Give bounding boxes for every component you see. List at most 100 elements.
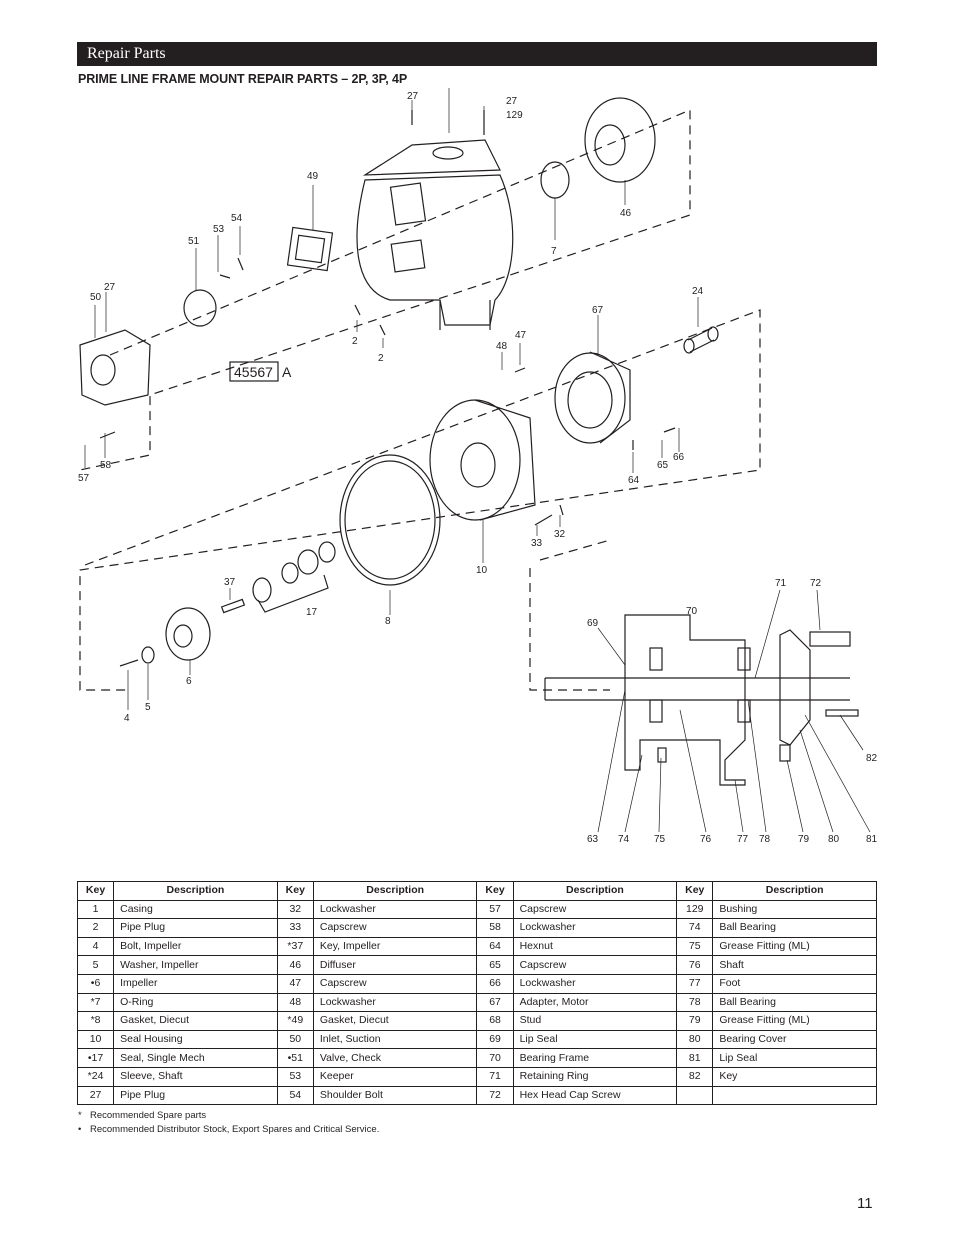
key-cell: *7 (76, 992, 115, 1013)
key-cell: 78 (676, 992, 714, 1013)
description-cell: Gasket, Diecut (113, 1011, 278, 1031)
callout-label: 58 (100, 460, 112, 471)
description-cell: Seal Housing (113, 1029, 278, 1050)
key-cell: 77 (676, 973, 714, 994)
column-header: Description (312, 881, 478, 901)
callout-label: 8 (385, 616, 391, 627)
key-cell: *24 (76, 1066, 115, 1087)
description-cell: Bushing (712, 899, 877, 920)
exploded-parts-diagram: 45567 A 27 27 129 49 46 7 54 53 51 50 27… (78, 88, 878, 845)
key-cell: 72 (476, 1085, 514, 1106)
drawing-number: 45567 (234, 364, 273, 380)
key-cell: *49 (276, 1011, 314, 1031)
key-cell: 58 (476, 918, 514, 938)
description-cell: Hexnut (512, 936, 678, 957)
description-cell: Valve, Check (312, 1048, 478, 1068)
callout-label: 33 (531, 538, 543, 549)
key-cell: 47 (276, 973, 314, 994)
description-cell: Lockwasher (312, 992, 478, 1013)
key-cell: 82 (676, 1066, 714, 1087)
key-cell: 69 (476, 1029, 514, 1050)
key-cell: 65 (476, 955, 514, 975)
section-title: Repair Parts (87, 45, 166, 62)
callout-label: 37 (224, 577, 236, 588)
description-cell: Grease Fitting (ML) (712, 936, 877, 957)
callout-label: 48 (496, 341, 508, 352)
key-cell: 70 (476, 1048, 514, 1068)
description-cell: Keeper (312, 1066, 478, 1087)
footnote-text: Recommended Spare parts (90, 1110, 207, 1121)
description-cell: Capscrew (312, 973, 478, 994)
key-cell: 5 (76, 955, 115, 975)
key-cell: 66 (476, 973, 514, 994)
callout-label: 27 (104, 282, 116, 293)
callout-label: 129 (506, 110, 523, 121)
key-cell: 46 (276, 955, 314, 975)
callout-label: 47 (515, 330, 527, 341)
drawing-revision: A (282, 364, 292, 380)
key-cell: 71 (476, 1066, 514, 1087)
key-cell: 10 (76, 1029, 115, 1050)
description-cell: Seal, Single Mech (113, 1048, 278, 1068)
callout-label: 80 (828, 834, 840, 845)
description-cell: Gasket, Diecut (312, 1011, 478, 1031)
callout-label: 32 (554, 529, 566, 540)
footnote-mark: * (78, 1110, 82, 1121)
callout-label: 6 (186, 676, 192, 687)
description-cell: Hex Head Cap Screw (512, 1085, 678, 1106)
callout-label: 67 (592, 305, 604, 316)
key-cell: 32 (276, 899, 314, 920)
footnote: • Recommended Distributor Stock, Export … (78, 1123, 379, 1137)
key-cell: 75 (676, 936, 714, 957)
key-cell: 129 (676, 899, 714, 920)
callout-label: 69 (587, 618, 599, 629)
description-cell: Casing (113, 899, 278, 920)
column-header: Key (676, 881, 714, 901)
column-header: Key (476, 881, 514, 901)
description-cell: Sleeve, Shaft (113, 1066, 278, 1087)
callout-label: 54 (231, 213, 243, 224)
key-cell: •6 (76, 973, 115, 994)
description-cell: Pipe Plug (113, 1085, 278, 1106)
description-cell: Diffuser (312, 955, 478, 975)
callout-label: 66 (673, 452, 685, 463)
callout-label: 10 (476, 565, 488, 576)
key-cell: *8 (76, 1011, 115, 1031)
description-cell: Lockwasher (312, 899, 478, 920)
callout-label: 57 (78, 473, 90, 484)
description-cell: Ball Bearing (712, 918, 877, 938)
key-cell: 79 (676, 1011, 714, 1031)
description-cell: Shaft (712, 955, 877, 975)
description-cell: Key (712, 1066, 877, 1087)
key-cell: 27 (76, 1085, 115, 1106)
callout-label: 27 (506, 96, 518, 107)
callout-label: 76 (700, 834, 712, 845)
description-cell: Ball Bearing (712, 992, 877, 1013)
description-cell: Pipe Plug (113, 918, 278, 938)
section-banner: Repair Parts (77, 42, 877, 66)
callout-label: 70 (686, 606, 698, 617)
key-cell: 2 (76, 918, 115, 938)
key-cell: 50 (276, 1029, 314, 1050)
callout-label: 77 (737, 834, 749, 845)
callout-label: 72 (810, 578, 822, 589)
key-cell: •17 (76, 1048, 115, 1068)
description-cell: Lip Seal (512, 1029, 678, 1050)
description-cell: Impeller (113, 973, 278, 994)
key-cell: *37 (276, 936, 314, 957)
callout-label: 71 (775, 578, 787, 589)
description-cell: Washer, Impeller (113, 955, 278, 975)
description-cell: Inlet, Suction (312, 1029, 478, 1050)
callout-label: 82 (866, 753, 878, 764)
footnote-text: Recommended Distributor Stock, Export Sp… (90, 1124, 380, 1135)
callout-label: 53 (213, 224, 225, 235)
callout-label: 50 (90, 292, 102, 303)
key-cell: 76 (676, 955, 714, 975)
